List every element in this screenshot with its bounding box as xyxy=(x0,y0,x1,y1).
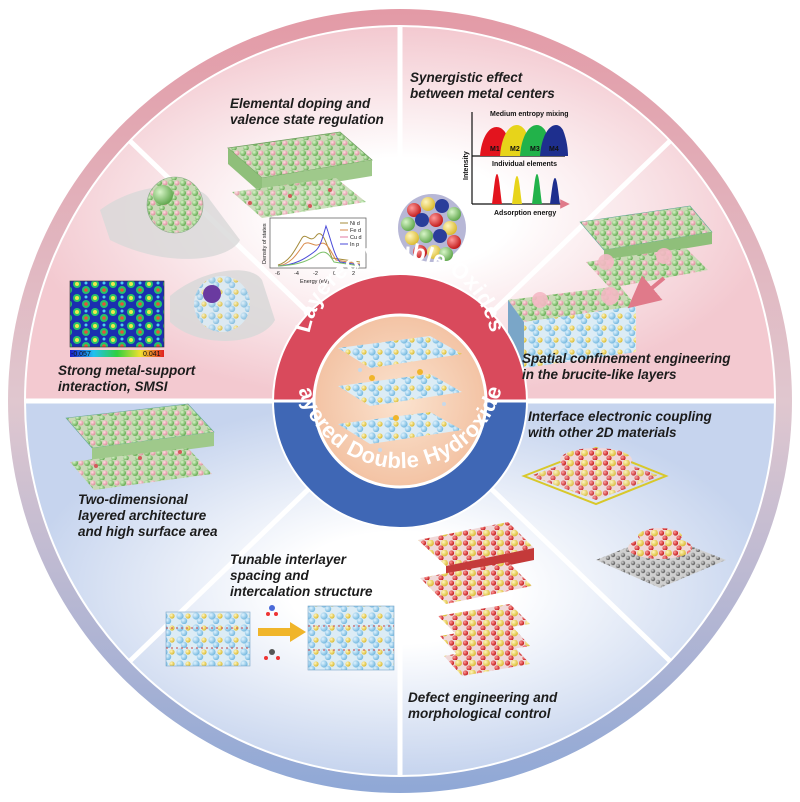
smsi-scale-min: -0.057 xyxy=(71,351,91,358)
coupling-illustration xyxy=(521,446,726,588)
spectrum-xlabel: Adsorption energy xyxy=(494,210,556,217)
defect-illustration xyxy=(418,522,534,676)
interlayer-illustration xyxy=(165,605,395,671)
twod-illustration xyxy=(65,403,215,490)
dos-legend-in: In p xyxy=(350,242,359,248)
hub-crystal xyxy=(338,336,462,452)
dos-inset: Ni d Fe d Cu d In p -6 -4 -2 0 2 Energy … xyxy=(262,217,367,285)
dos-ylabel: Density of states xyxy=(262,223,268,264)
svg-text:-6: -6 xyxy=(275,271,280,277)
spectrum-inset: Medium entropy mixing M1 M2 M3 M4 Indivi… xyxy=(463,111,570,217)
peak-m1: M1 xyxy=(490,146,500,153)
svg-text:2: 2 xyxy=(352,271,355,277)
dos-legend: Ni d Fe d Cu d In p xyxy=(340,221,362,248)
peak-m2: M2 xyxy=(510,146,520,153)
spectrum-title: Medium entropy mixing xyxy=(490,111,569,118)
confinement-illustration xyxy=(508,205,713,368)
dos-ticks: -6 -4 -2 0 2 xyxy=(275,271,355,277)
dos-legend-cu: Cu d xyxy=(350,235,362,241)
svg-text:-2: -2 xyxy=(313,271,318,277)
smsi-illustration: -0.057 0.041 xyxy=(69,176,275,358)
svg-text:0: 0 xyxy=(333,271,336,277)
nanoparticle-cluster xyxy=(398,194,466,262)
spectrum-ylabel: Intensity xyxy=(463,151,470,180)
peak-m3: M3 xyxy=(530,146,540,153)
dos-xlabel: Energy (eV) xyxy=(300,279,330,285)
smsi-scale-max: 0.041 xyxy=(143,351,161,358)
peak-m4: M4 xyxy=(549,146,559,153)
svg-text:-4: -4 xyxy=(294,271,299,277)
spectrum-middle-label: Individual elements xyxy=(492,161,557,168)
dos-legend-fe: Fe d xyxy=(350,228,361,234)
dos-legend-ni: Ni d xyxy=(350,221,360,227)
doping-illustration xyxy=(227,131,373,218)
